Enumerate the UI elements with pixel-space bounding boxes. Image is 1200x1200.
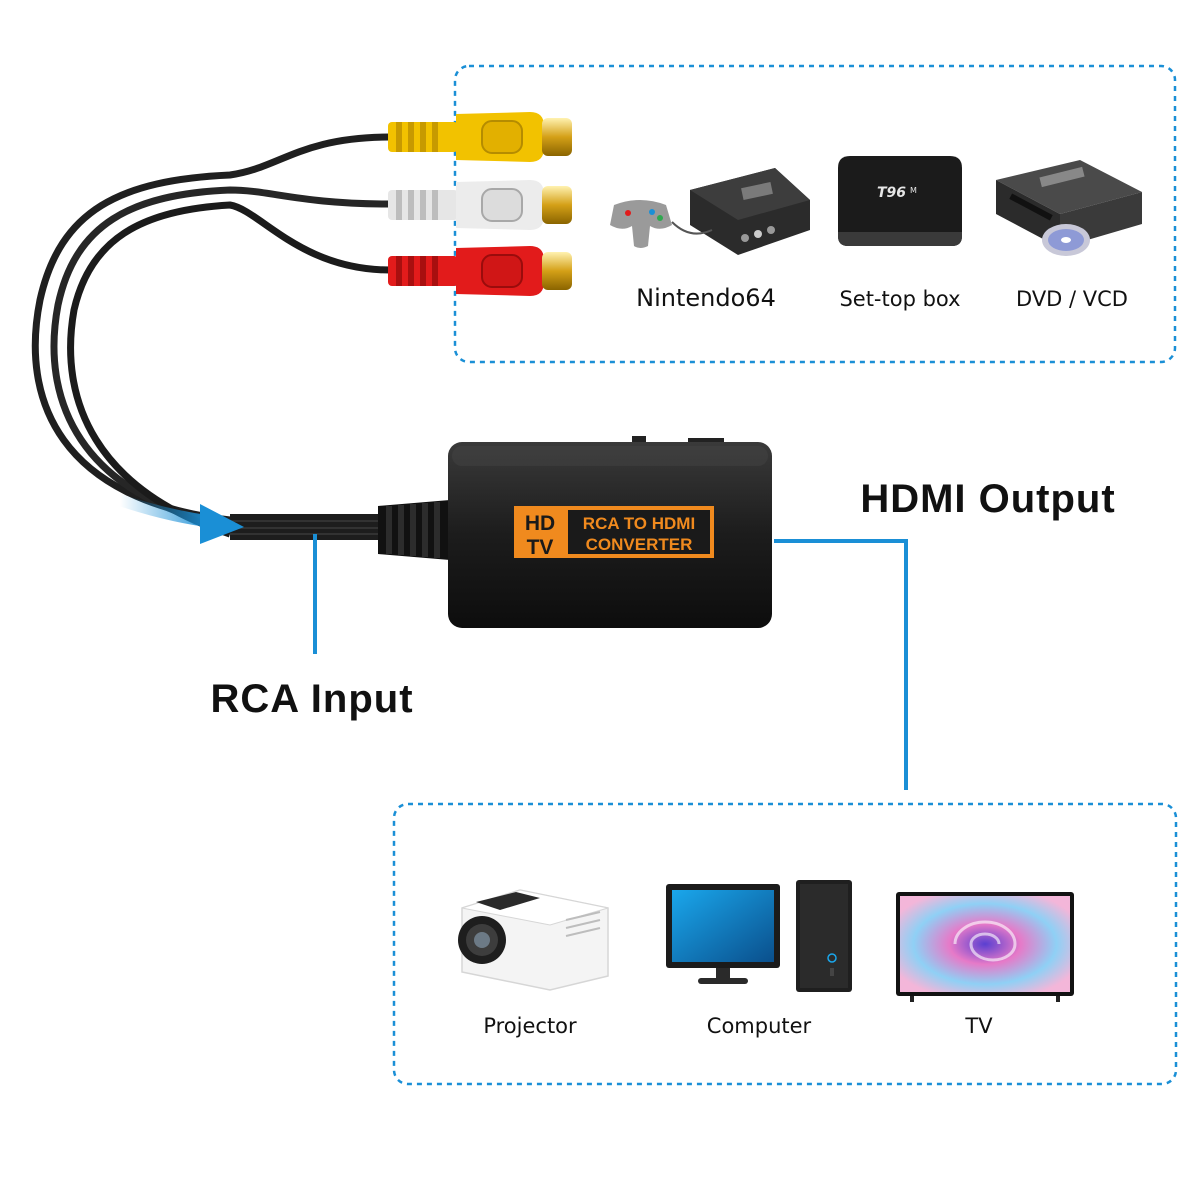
hdmi-output-callout-line xyxy=(774,539,908,790)
set-top-box-brand: T96 xyxy=(877,185,906,201)
converter-badge-tv: TV xyxy=(527,536,554,559)
rca-cable-bundle xyxy=(31,133,450,560)
game-console-icon xyxy=(610,168,810,255)
converter-label-line2: CONVERTER xyxy=(586,535,693,554)
hdmi-output-label: HDMI Output xyxy=(860,477,1115,521)
computer-icon xyxy=(666,880,852,992)
signal-arrow-icon xyxy=(114,494,244,544)
set-top-box-icon: T96 M xyxy=(838,156,962,246)
display-label-projector: Projector xyxy=(483,1014,577,1038)
source-label-nintendo64: Nintendo64 xyxy=(636,284,776,312)
rca-plug-red xyxy=(388,246,572,296)
rca-input-label: RCA Input xyxy=(210,677,413,721)
source-label-dvd-vcd: DVD / VCD xyxy=(1016,287,1128,311)
converter-box: HD TV RCA TO HDMI CONVERTER xyxy=(448,436,772,628)
projector-icon xyxy=(458,889,609,991)
rca-plug-yellow xyxy=(388,112,572,162)
display-label-computer: Computer xyxy=(707,1014,812,1038)
displays-panel xyxy=(392,802,1178,1086)
tv-icon xyxy=(896,892,1074,1002)
display-label-tv: TV xyxy=(964,1014,993,1038)
source-label-set-top-box: Set-top box xyxy=(839,287,960,311)
converter-badge-hd: HD xyxy=(525,512,555,535)
set-top-box-brand-suffix: M xyxy=(910,186,917,195)
dvd-player-icon xyxy=(996,160,1142,256)
rca-plug-white xyxy=(388,180,572,230)
converter-label-line1: RCA TO HDMI xyxy=(583,514,695,533)
